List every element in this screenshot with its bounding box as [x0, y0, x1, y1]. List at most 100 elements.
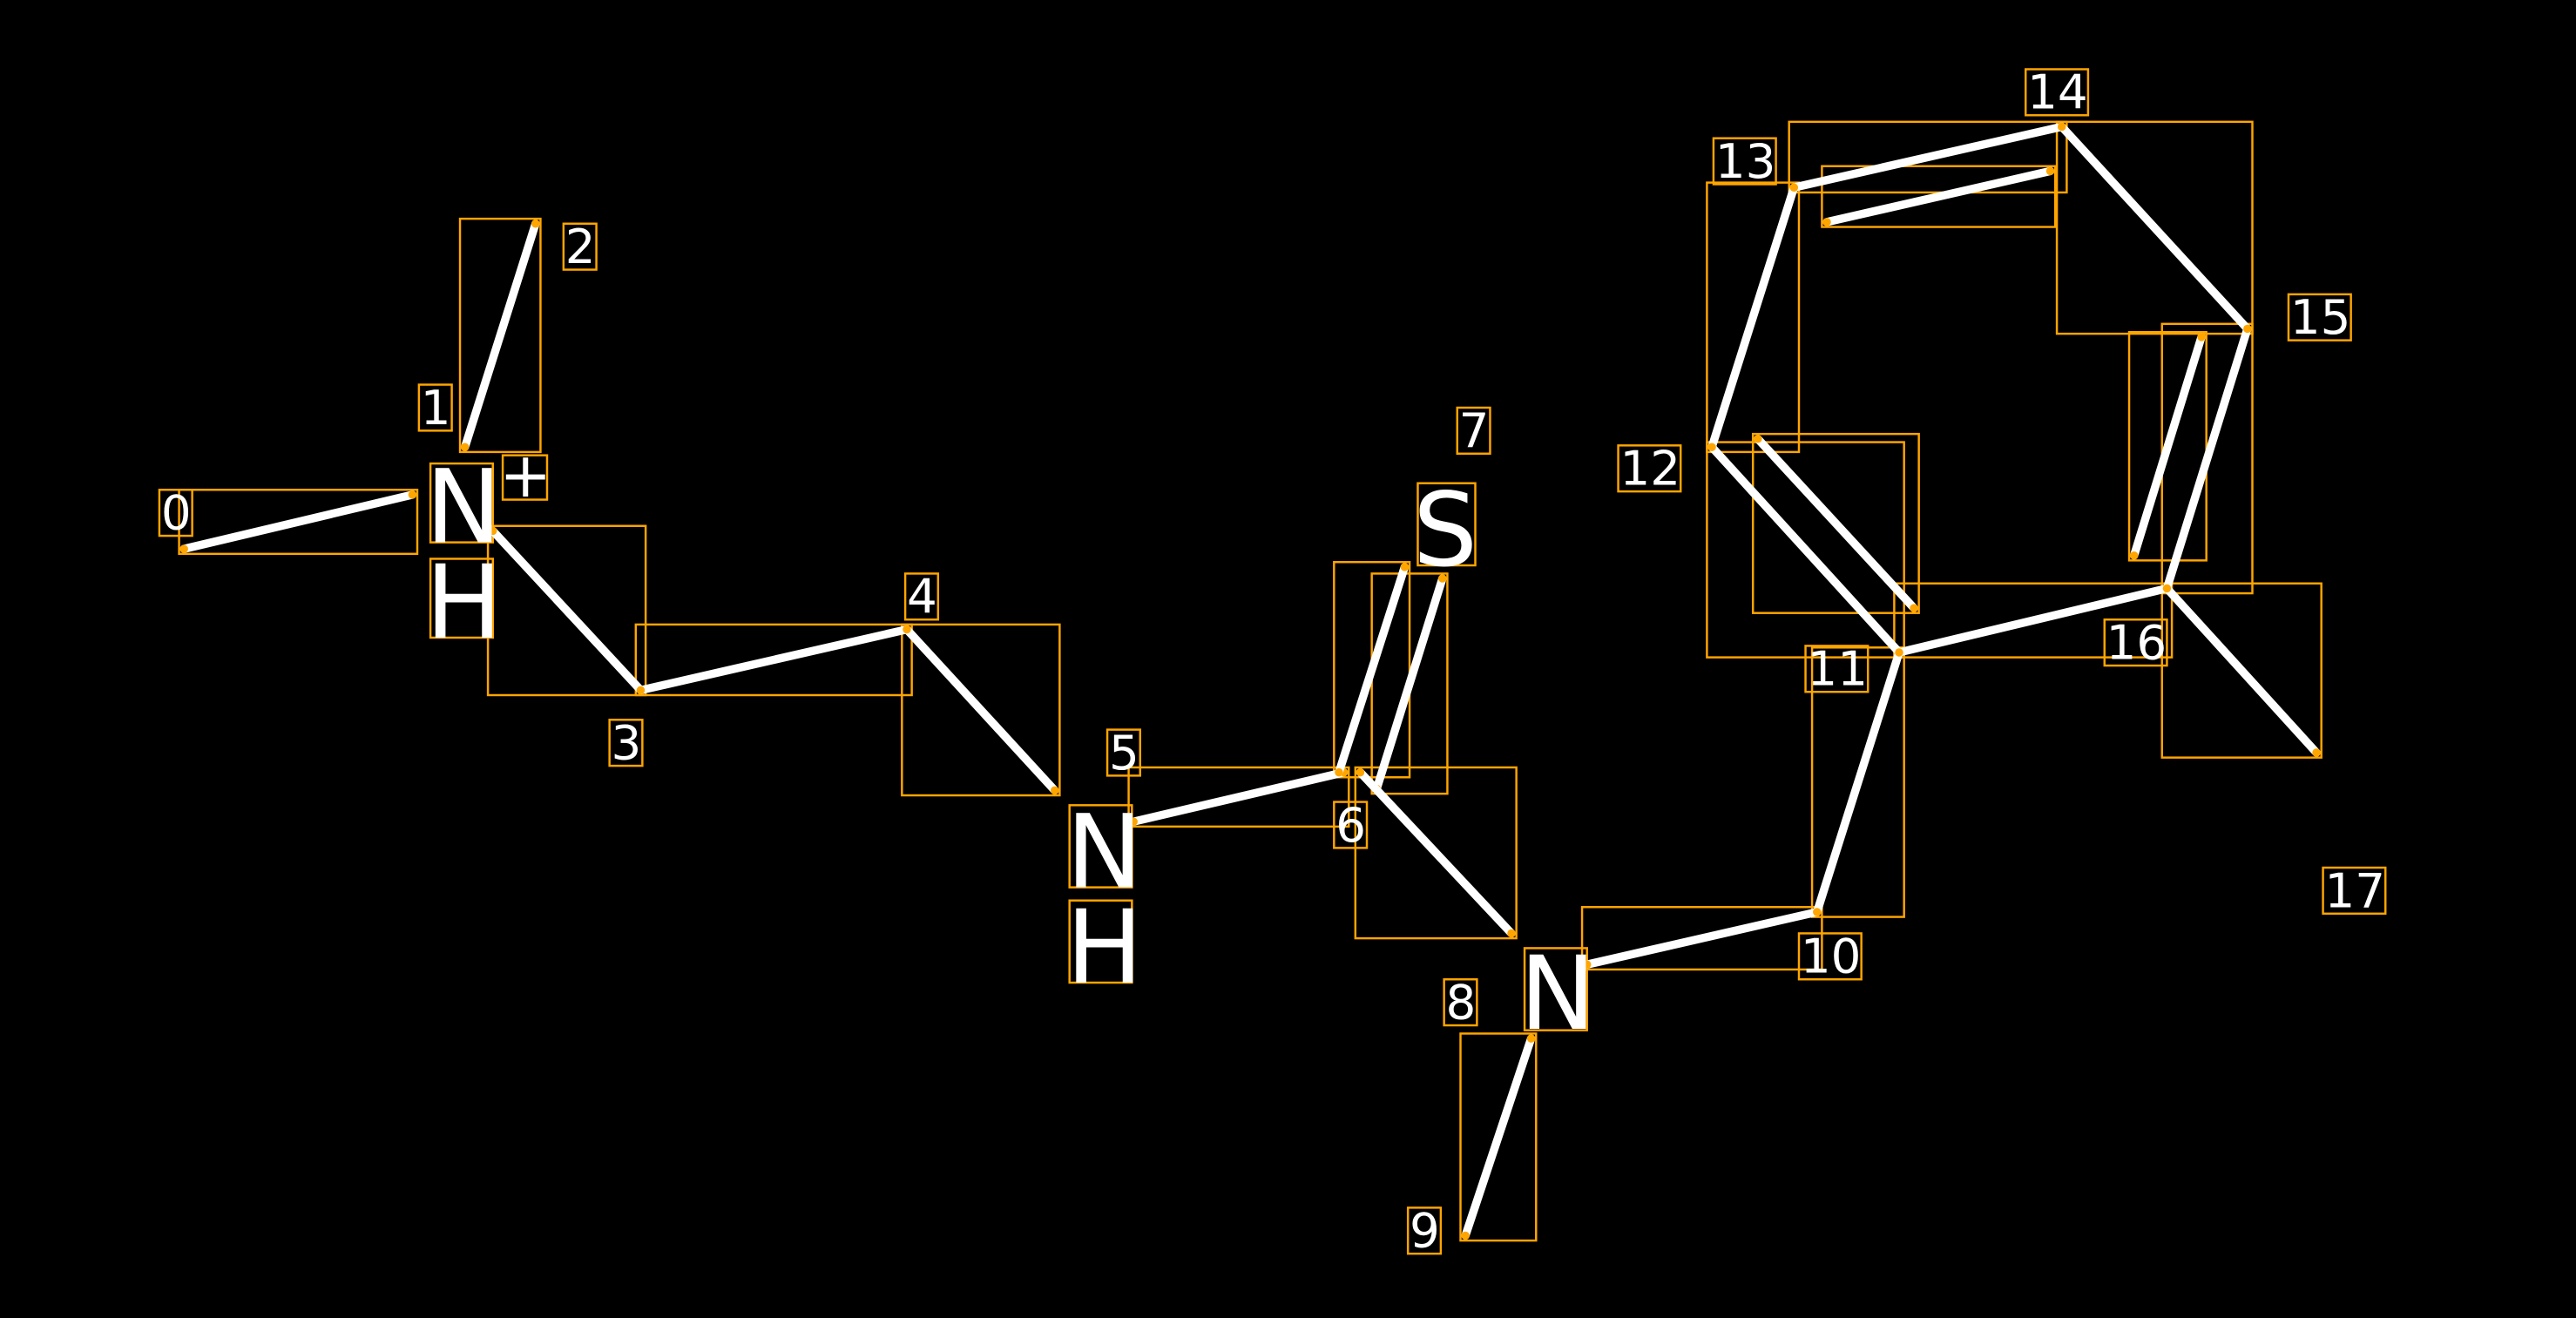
atom-label-n1: N [425, 448, 501, 567]
atom-index-label: 0 [161, 485, 192, 541]
bond-endpoint [1707, 443, 1716, 451]
bond-endpoint [179, 544, 188, 553]
bond-endpoint [2243, 324, 2252, 334]
bond-endpoint [2045, 166, 2055, 176]
atom-label-s7: S [1413, 470, 1477, 590]
bond-endpoint [489, 526, 497, 536]
bond-bounding-box [458, 217, 542, 454]
bond-endpoint [1822, 218, 1831, 226]
bond-bounding-box [1370, 572, 1449, 795]
index-bounding-box [1406, 1206, 1443, 1255]
bond-line [636, 625, 911, 695]
atom-label-h5: H [1066, 888, 1143, 1007]
index-bounding-box [1617, 444, 1682, 493]
bond-bounding-box [2127, 330, 2208, 562]
bond-bounding-box [1810, 646, 1905, 918]
bond-bounding-box [901, 623, 1061, 797]
index-bounding-box [2287, 293, 2352, 341]
atom-index-label: 11 [1807, 641, 1868, 697]
bond-endpoint [1910, 604, 1918, 612]
bond-line [1707, 183, 1799, 451]
atom-index-label: 9 [1410, 1203, 1440, 1259]
charge-plus: + [499, 438, 551, 511]
index-bounding-box [1797, 932, 1863, 981]
bond-endpoint [2058, 122, 2066, 132]
bond-bounding-box [1706, 181, 1801, 454]
bond-line [1583, 908, 1822, 969]
atom-bounding-box [1416, 482, 1477, 567]
bond-line [460, 220, 540, 451]
bond-bounding-box [1459, 1032, 1538, 1242]
bond-line [2162, 584, 2321, 757]
bond-bounding-box [178, 489, 419, 556]
bond-endpoint [408, 490, 417, 499]
bond-bounding-box [1893, 582, 2174, 659]
bond-line [903, 625, 1059, 795]
bond-bounding-box [1751, 432, 1920, 614]
index-bounding-box [1333, 801, 1369, 849]
bond-endpoint [2162, 584, 2172, 593]
atom-index-label: 13 [1715, 133, 1776, 189]
atom-bounding-box [1523, 947, 1588, 1031]
index-bounding-box [1105, 728, 1142, 777]
bond-line [1754, 435, 1918, 612]
atom-index-label: 4 [907, 569, 937, 625]
bond-endpoint [1789, 183, 1799, 192]
atom-label-h1: H [425, 543, 502, 662]
index-bounding-box [2103, 618, 2168, 667]
bond-line [1789, 122, 2066, 192]
bond-endpoint [1400, 563, 1410, 571]
bond-line [1335, 563, 1410, 777]
bond-endpoint [2197, 333, 2206, 341]
atom-index-label: 14 [2027, 64, 2088, 120]
index-bounding-box [158, 489, 193, 537]
bond-endpoint [1813, 908, 1822, 916]
bond-line [1822, 166, 2055, 226]
bond-bounding-box [1127, 766, 1350, 828]
bond-line [1356, 767, 1516, 938]
atom-label-n5: N [1066, 793, 1142, 912]
bond-line [1372, 574, 1447, 794]
bond-bounding-box [2160, 582, 2322, 759]
bond-line [1895, 584, 2172, 657]
bond-bounding-box [486, 524, 647, 697]
bond-endpoint [1356, 767, 1365, 777]
bond-line [1707, 443, 1903, 657]
bond-line [489, 526, 646, 695]
bond-line [1461, 1034, 1536, 1240]
bond-bounding-box [1788, 120, 2068, 194]
atom-index-label: 15 [2290, 289, 2351, 345]
bond-line [1129, 767, 1349, 826]
atom-label-n8: N [1519, 934, 1595, 1053]
bond-bounding-box [1354, 766, 1518, 940]
bond-bounding-box [634, 623, 913, 697]
index-bounding-box [1456, 406, 1491, 455]
atom-index-label: 2 [565, 219, 596, 274]
bond-endpoint [460, 443, 470, 451]
bond-line [2162, 324, 2252, 593]
atom-index-label: 1 [421, 380, 451, 436]
atom-bounding-box [1068, 804, 1133, 889]
index-bounding-box [2322, 866, 2387, 916]
index-bounding-box [1443, 978, 1478, 1027]
bond-endpoint [1335, 767, 1343, 777]
bond-line [2058, 122, 2252, 334]
atom-index-label: 16 [2106, 615, 2167, 671]
bond-bounding-box [2055, 120, 2254, 335]
index-bounding-box [1804, 645, 1869, 693]
atom-index-label: 6 [1335, 797, 1366, 853]
atom-index-label: 8 [1446, 974, 1477, 1030]
atom-bounding-box [429, 558, 494, 639]
bond-line [1813, 648, 1903, 916]
bond-endpoint [1895, 648, 1903, 657]
bond-endpoint [1507, 929, 1516, 938]
atom-index-label: 17 [2324, 862, 2385, 918]
bond-endpoint [1461, 1231, 1470, 1240]
index-bounding-box [2025, 68, 2090, 117]
bond-line [179, 490, 417, 553]
bond-endpoint [1050, 786, 1059, 795]
atom-index-label: 5 [1109, 725, 1139, 781]
index-bounding-box [1712, 137, 1777, 186]
bond-endpoint [2129, 551, 2139, 560]
